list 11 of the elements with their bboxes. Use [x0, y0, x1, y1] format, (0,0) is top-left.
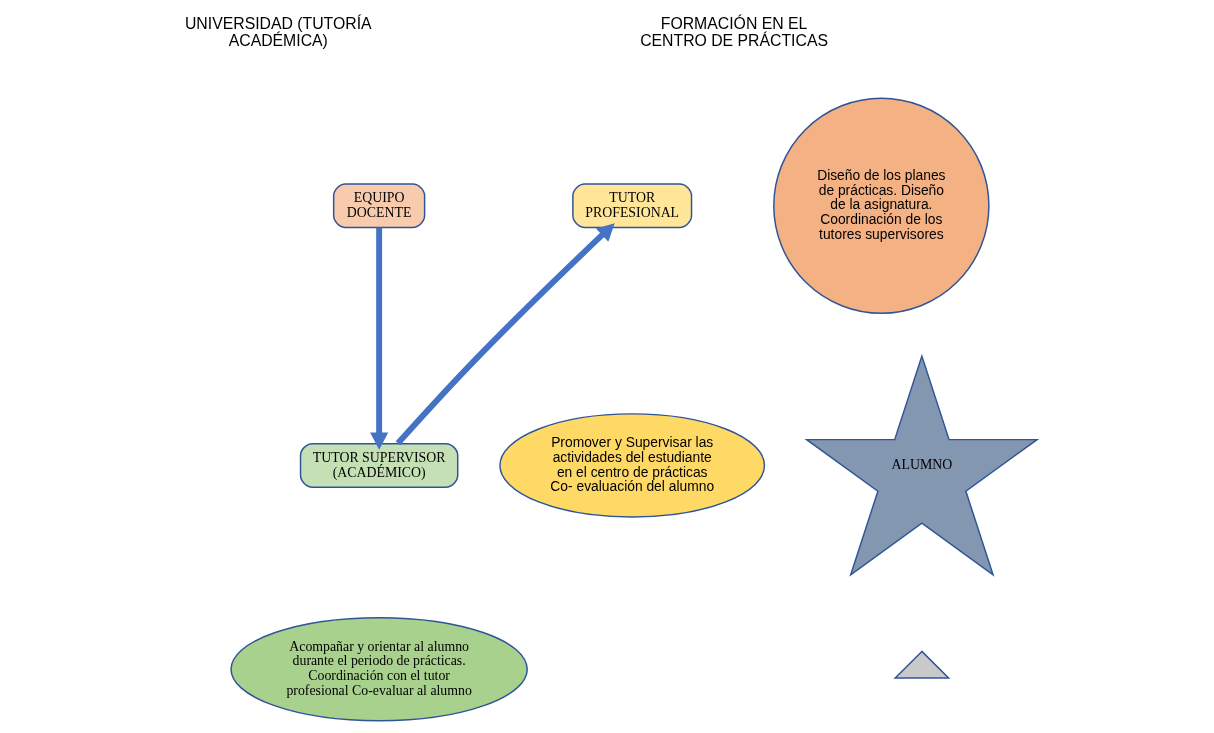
node-triangle [892, 650, 950, 679]
arrow [369, 227, 388, 450]
label: FORMACIÓN EN EL CENTRO DE PRÁCTICAS [639, 14, 828, 50]
node-box: TUTOR PROFESIONAL [571, 183, 692, 229]
node-box: EQUIPO DOCENTE [332, 183, 425, 229]
arrow [395, 223, 615, 446]
node-ellipse: Promover y Supervisar las actividades del estudiante en el centro de prácticas Co- evaluación del alumno [498, 413, 765, 518]
node-circle: Diseño de los planes de prácticas. Diseño de la asignatura. Coordinación de los tutores supervisores [772, 97, 990, 314]
node-box: TUTOR SUPERVISOR (ACADÉMICO) [299, 442, 458, 488]
node-ellipse: Acompañar y orientar al alumno durante el periodo de prácticas. Coordinación con el tutor profesional Co-evaluar al alumno [229, 616, 528, 722]
label: UNIVERSIDAD (TUTORÍA ACADÉMICA) [184, 14, 372, 50]
